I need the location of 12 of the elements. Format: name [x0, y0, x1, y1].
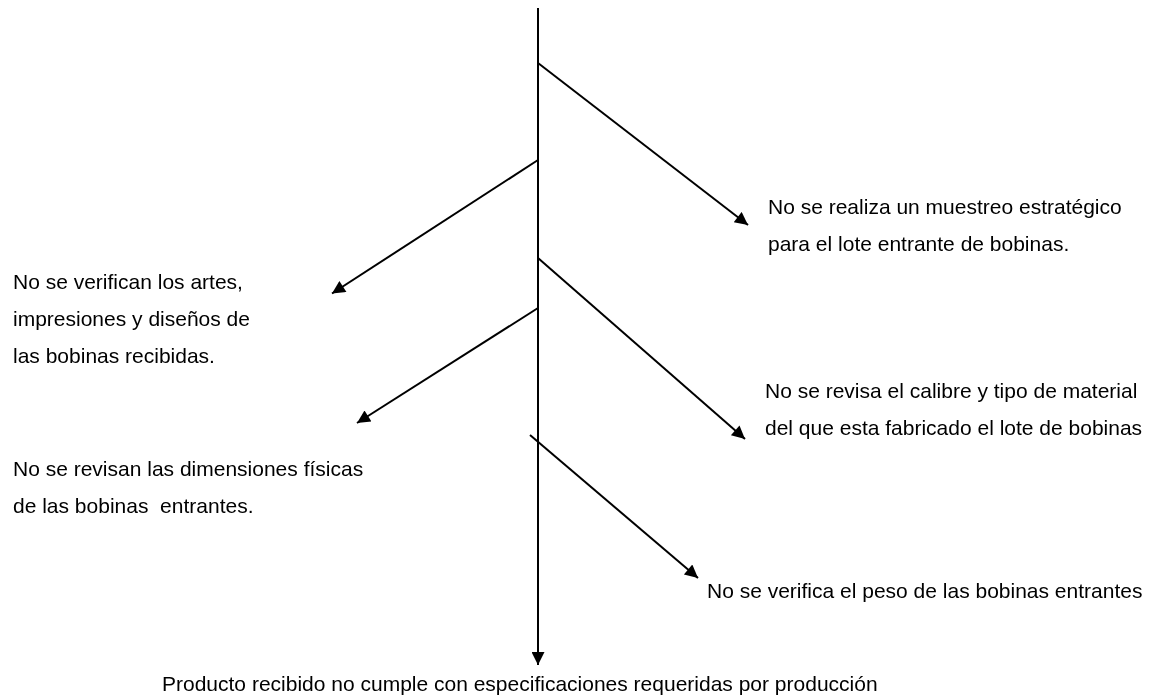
branch-arrow [537, 62, 749, 226]
branch-arrow [331, 159, 539, 295]
cause-text: No se verifican los artes, impresiones y diseños de las bobinas recibidas. [13, 269, 251, 369]
cause-text: No se revisa el calibre y tipo de material del que esta fabricado el lote de bobinas [765, 378, 1144, 441]
spine-arrow [531, 7, 545, 666]
branch-arrow [529, 434, 699, 579]
cause-text: No se realiza un muestreo estratégico para el lote entrante de bobinas. [768, 194, 1123, 257]
cause-text: No se verifica el peso de las bobinas entrantes [707, 578, 1143, 604]
effect-text: Producto recibido no cumple con especificaciones requeridas por producción [162, 671, 878, 697]
branch-arrow [356, 307, 539, 424]
branch-arrow [537, 257, 746, 440]
cause-text: No se revisan las dimensiones físicas de las bobinas entrantes. [13, 456, 365, 519]
